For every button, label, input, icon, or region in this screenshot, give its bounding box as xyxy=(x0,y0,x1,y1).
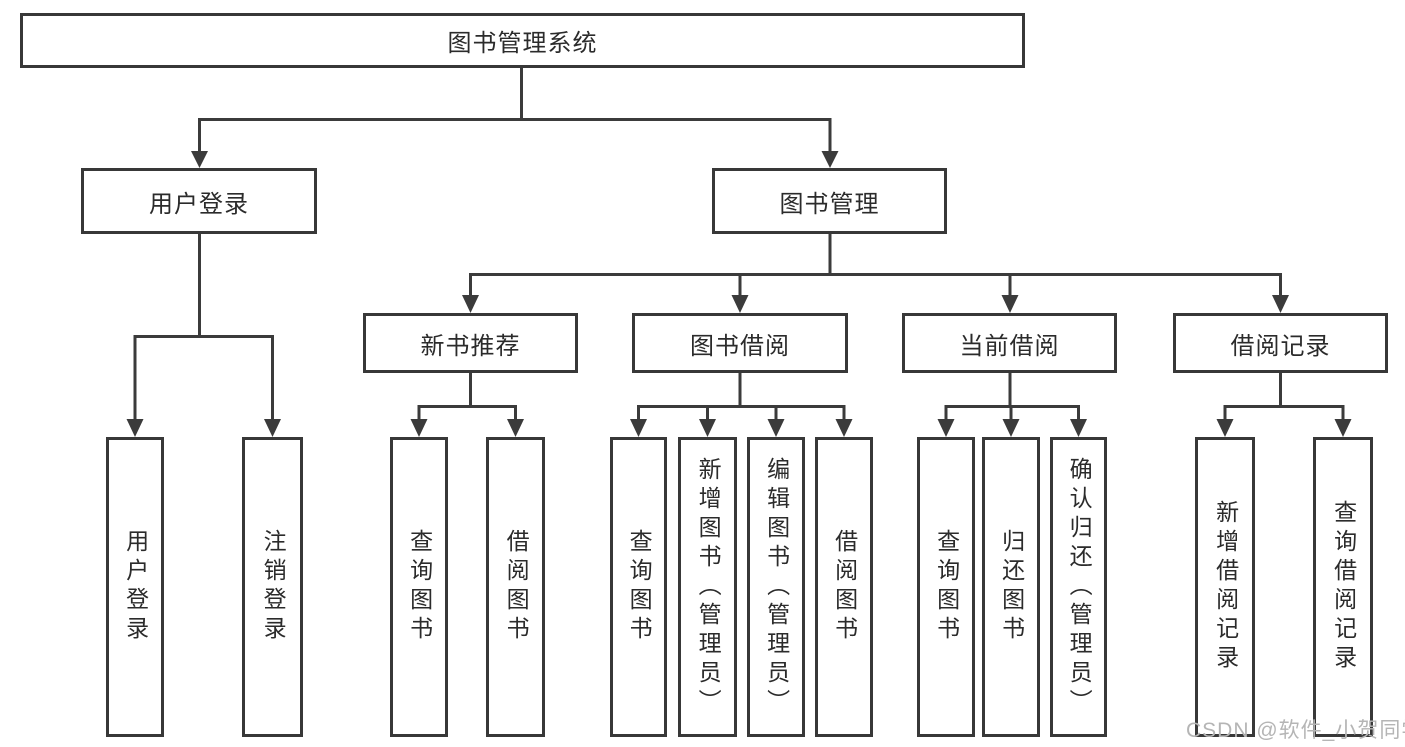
node-borrowing-records: 借阅记录 xyxy=(1173,313,1388,373)
leaf-borrow-books-recommend: 借阅图书 xyxy=(486,437,545,737)
connector-user-login-to-leaves xyxy=(126,234,281,437)
leaf-confirm-return-admin: 确认归还（管理员） xyxy=(1050,437,1107,737)
leaf-query-books-borrowing: 查询图书 xyxy=(610,437,667,737)
node-library-management-system: 图书管理系统 xyxy=(20,13,1025,68)
csdn-watermark: CSDN @软件_小贺同学 xyxy=(1186,719,1405,742)
connector-book-borrow-to-leaves xyxy=(630,373,853,437)
node-user-login: 用户登录 xyxy=(81,168,317,234)
node-new-book-recommendation: 新书推荐 xyxy=(363,313,578,373)
node-book-management: 图书管理 xyxy=(712,168,947,234)
leaf-edit-books-admin: 编辑图书（管理员） xyxy=(747,437,805,737)
leaf-add-books-admin: 新增图书（管理员） xyxy=(678,437,737,737)
leaf-user-login: 用户登录 xyxy=(106,437,164,737)
connector-book-management-to-level2 xyxy=(462,234,1289,313)
leaf-borrow-books: 借阅图书 xyxy=(815,437,873,737)
leaf-return-books: 归还图书 xyxy=(982,437,1040,737)
node-current-borrowing: 当前借阅 xyxy=(902,313,1117,373)
node-book-borrowing: 图书借阅 xyxy=(632,313,848,373)
connector-current-borrow-to-leaves xyxy=(937,373,1087,437)
leaf-query-books-recommend: 查询图书 xyxy=(390,437,448,737)
leaf-query-books-current: 查询图书 xyxy=(917,437,975,737)
leaf-add-borrow-record: 新增借阅记录 xyxy=(1195,437,1255,737)
connector-root-to-level1 xyxy=(191,68,839,168)
leaf-query-borrow-record: 查询借阅记录 xyxy=(1313,437,1373,737)
connector-new-book-to-leaves xyxy=(410,373,524,437)
connector-borrow-records-to-leaves xyxy=(1216,373,1352,437)
leaf-logout: 注销登录 xyxy=(242,437,303,737)
